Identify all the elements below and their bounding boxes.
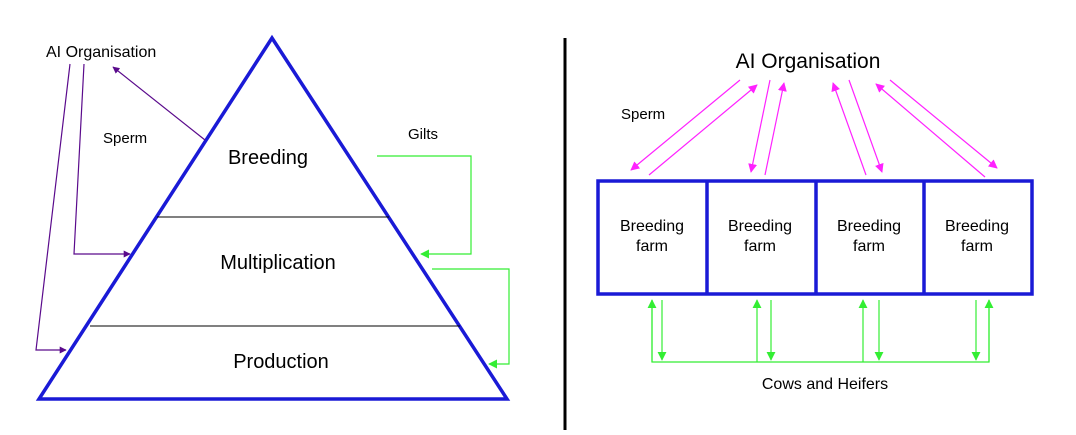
- pyramid-outline: [35, 34, 511, 401]
- sperm-arrow-farm2-up: [764, 82, 787, 176]
- ai-arrow-to-multiplication: [73, 63, 131, 258]
- right-ai-organisation-label: AI Organisation: [736, 50, 881, 73]
- gilts-arrow-multiplication-to-production: [432, 268, 510, 369]
- sperm-arrow-farm4-down: [889, 79, 998, 169]
- ai-arrow-to-production: [35, 63, 71, 354]
- sperm-arrow-farm3-up: [831, 82, 867, 176]
- breeding-farm-3: Breeding farm: [837, 218, 901, 255]
- tier-label-multiplication: Multiplication: [220, 252, 336, 274]
- left-pyramid-diagram: Breeding Multiplication Production AI Or…: [35, 34, 511, 401]
- farm-4-label-line2: farm: [961, 238, 993, 255]
- sperm-arrow-farm1-up: [648, 84, 758, 176]
- farm-2-label-line1: Breeding: [728, 218, 792, 235]
- breeding-farm-2: Breeding farm: [728, 218, 792, 255]
- sperm-arrow-farm3-down: [848, 79, 884, 173]
- sperm-arrow-farm2-down: [748, 79, 771, 173]
- farm-3-label-line2: farm: [853, 238, 885, 255]
- cows-heifers-exchange: [647, 299, 994, 363]
- sperm-arrow-farm4-up: [875, 83, 986, 178]
- breeding-farm-4: Breeding farm: [945, 218, 1009, 255]
- right-sperm-label: Sperm: [621, 106, 665, 123]
- breeding-farm-1: Breeding farm: [620, 218, 684, 255]
- cows-and-heifers-label: Cows and Heifers: [762, 376, 888, 393]
- tier-label-breeding: Breeding: [228, 147, 308, 169]
- gilts-arrow-breeding-to-multiplication: [377, 155, 472, 259]
- farm-4-label-line1: Breeding: [945, 218, 1009, 235]
- farm-1-label-line1: Breeding: [620, 218, 684, 235]
- farm-1-label-line2: farm: [636, 238, 668, 255]
- left-sperm-label: Sperm: [103, 130, 147, 147]
- gilts-label: Gilts: [408, 126, 438, 143]
- right-farms-diagram: AI Organisation Sperm Breeding farm Bree…: [596, 50, 1034, 393]
- exchange-bus-line: [651, 300, 990, 363]
- sperm-arrow-farm1-down: [630, 79, 741, 171]
- farm-3-label-line1: Breeding: [837, 218, 901, 235]
- farm-2-label-line2: farm: [744, 238, 776, 255]
- left-ai-organisation-label: AI Organisation: [46, 44, 156, 61]
- sperm-arrow-breeding-to-ai: [112, 66, 206, 141]
- tier-label-production: Production: [233, 351, 329, 373]
